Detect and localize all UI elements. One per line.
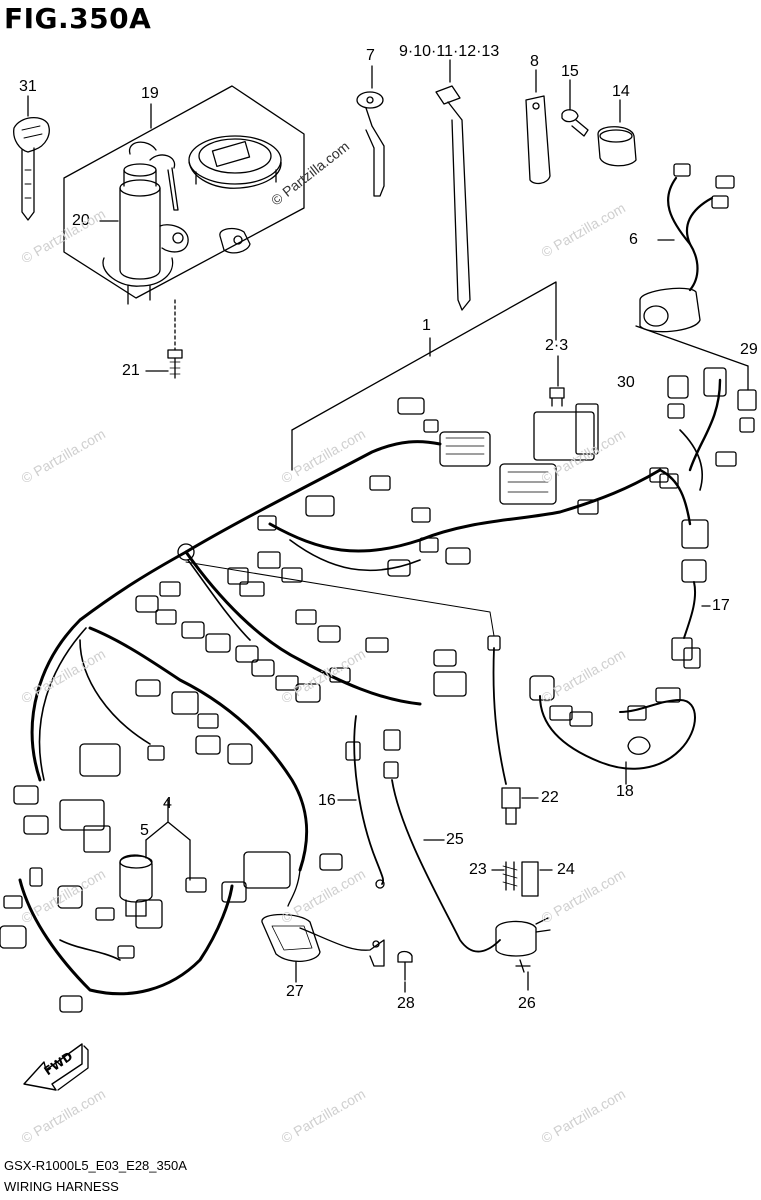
callout-30: 30 — [617, 374, 635, 391]
ignition-switch — [99, 141, 189, 305]
callout-16: 16 — [318, 792, 336, 809]
callout-29: 29 — [740, 341, 758, 358]
sub-harness-6 — [635, 163, 749, 367]
clamp-14 — [597, 99, 637, 167]
clamp-8 — [525, 69, 551, 185]
cable-tie — [435, 59, 471, 311]
fuel-cap-lock — [188, 135, 282, 189]
callout-20: 20 — [72, 212, 90, 229]
callout-17: 17 — [712, 597, 730, 614]
callout-14: 14 — [612, 83, 630, 100]
callout-18: 18 — [616, 783, 634, 800]
callout-27: 27 — [286, 983, 304, 1000]
callout-24: 24 — [557, 861, 575, 878]
relay-5 — [119, 799, 191, 917]
callout-7: 7 — [366, 47, 375, 64]
callout-5: 5 — [140, 822, 149, 839]
fwd-arrow-icon — [23, 1043, 89, 1091]
callout-9-13: 9·10·11·12·13 — [399, 43, 500, 60]
clamp-7 — [356, 65, 385, 197]
figure-title: FIG.350A — [4, 2, 152, 35]
callout-6: 6 — [629, 231, 638, 248]
callout-25: 25 — [446, 831, 464, 848]
sleeves-23-24 — [491, 861, 553, 897]
seat-lock-cylinder — [219, 227, 251, 254]
ignition-key — [13, 95, 50, 221]
screw-15 — [561, 79, 589, 137]
switch-26 — [495, 917, 551, 991]
sub-harness-17 — [649, 365, 757, 669]
figure-name: WIRING HARNESS — [4, 1179, 119, 1194]
figure-code: GSX-R1000L5_E03_E28_350A — [4, 1158, 187, 1173]
main-harness-1 — [0, 281, 722, 1013]
bolt-21 — [145, 299, 183, 379]
bolt-28 — [397, 950, 413, 993]
callout-8: 8 — [530, 53, 539, 70]
callout-1: 1 — [422, 317, 431, 334]
callout-15: 15 — [561, 63, 579, 80]
callout-19: 19 — [141, 85, 159, 102]
callout-23: 23 — [469, 861, 487, 878]
callout-21: 21 — [122, 362, 140, 379]
lock-set-box — [63, 85, 305, 299]
callout-28: 28 — [397, 995, 415, 1012]
callout-22: 22 — [541, 789, 559, 806]
sensor-22 — [487, 635, 539, 825]
sub-harness-18 — [529, 675, 696, 785]
sub-harnesses-16-25 — [337, 715, 501, 953]
callout-4: 4 — [163, 795, 172, 812]
callout-26: 26 — [518, 995, 536, 1012]
leader-22 — [185, 561, 495, 637]
cover-27 — [261, 913, 385, 983]
callout-2-3: 2·3 — [545, 337, 569, 354]
callout-31: 31 — [19, 78, 37, 95]
fuse — [549, 355, 565, 407]
